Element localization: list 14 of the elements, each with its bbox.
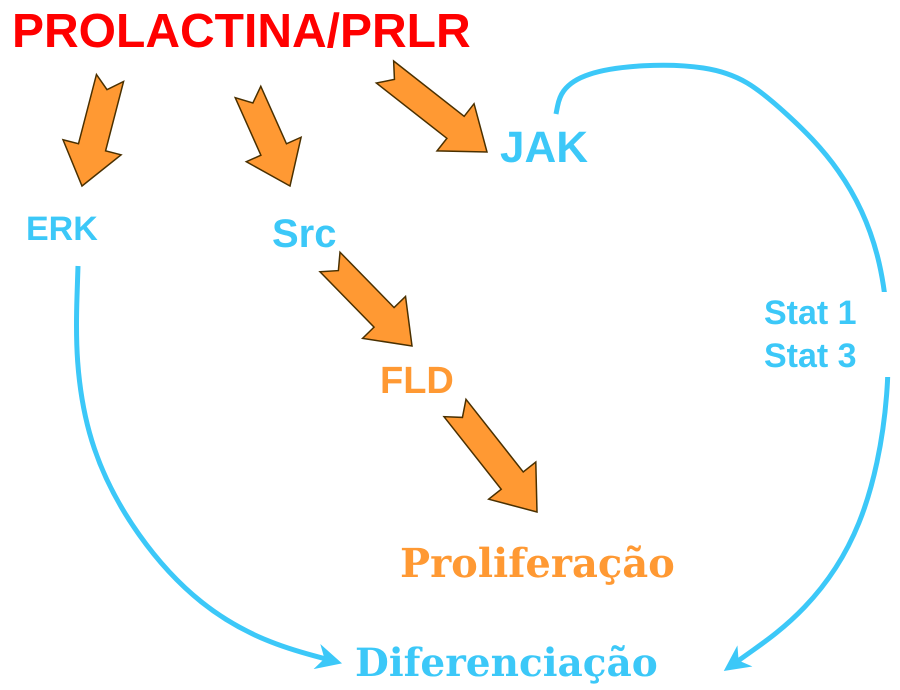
node-label: Diferenciação: [355, 644, 658, 683]
node-label: ERK: [26, 212, 98, 246]
curved-arrow: [554, 62, 891, 671]
node-label: Proliferação: [400, 544, 675, 584]
block-arrow: [318, 250, 413, 347]
block-arrow: [442, 398, 538, 513]
node-label: JAK: [500, 126, 588, 170]
node-label: Src: [272, 214, 336, 254]
block-arrow: [62, 72, 125, 188]
block-arrow: [374, 59, 488, 153]
node-label: FLD: [380, 362, 454, 400]
block-arrow: [234, 84, 302, 188]
node-label: PROLACTINA/PRLR: [12, 8, 471, 56]
curved-arrow: [74, 266, 342, 670]
